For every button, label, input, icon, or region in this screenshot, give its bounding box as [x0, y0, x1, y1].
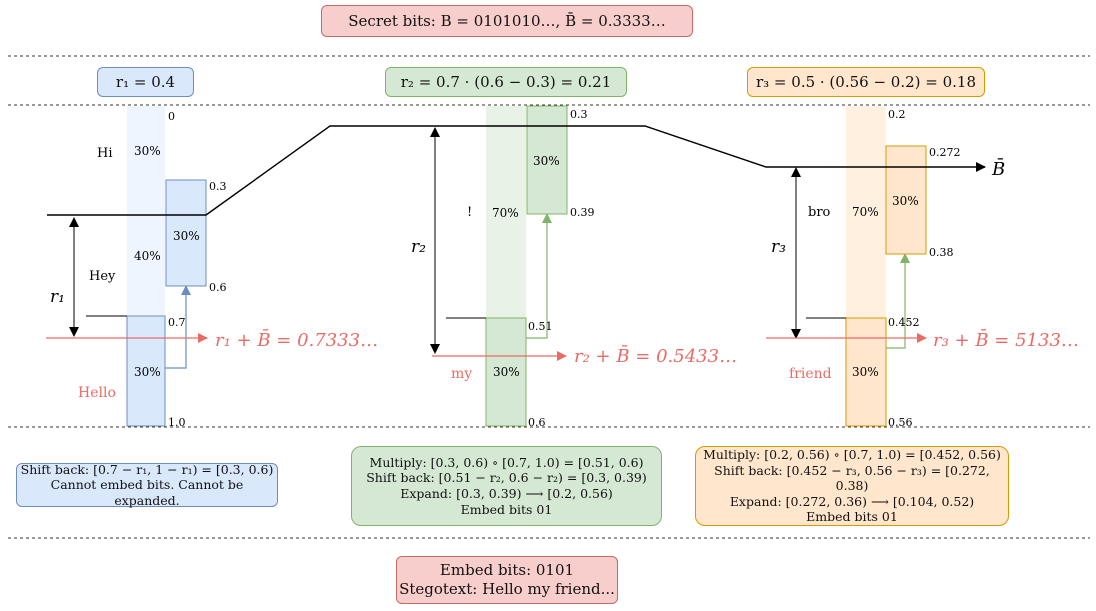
col3-r-side-label: r₃	[771, 237, 786, 257]
col3-shade	[846, 106, 886, 318]
col2-selected-interval	[485, 317, 527, 427]
col3-sub-top: 0.272	[929, 146, 961, 159]
r1-label: r₁ = 0.4	[115, 72, 176, 91]
col3-sub-bottom: 0.38	[929, 246, 954, 259]
secret-bits-text: Secret bits: B = 0101010…, B̄ = 0.3333…	[348, 11, 666, 30]
bbar-label: B̄	[991, 157, 1005, 180]
col3-note-line: Embed bits 01	[806, 509, 898, 525]
col2-word-my: my	[451, 366, 472, 382]
r1-label-box: r₁ = 0.4	[97, 67, 194, 97]
col1-tick-bottom: 1.0	[168, 416, 186, 429]
col3-tick-bottom: 0.56	[888, 416, 913, 429]
stegotext-text: Stegotext: Hello my friend...	[399, 580, 615, 598]
col3-sum-label: r₃ + B̄ = 5133…	[933, 328, 1079, 351]
col3-selected-interval	[845, 317, 887, 427]
col1-note-box: Shift back: [0.7 − r₁, 1 − r₁) = [0.3, 0…	[16, 461, 278, 508]
col1-shade	[127, 106, 165, 316]
col1-shift-arrow	[165, 285, 191, 369]
col1-word-hi: Hi	[97, 146, 113, 161]
col3-word-friend: friend	[789, 366, 832, 382]
secret-bits-box: Secret bits: B = 0101010…, B̄ = 0.3333…	[321, 5, 693, 37]
col2-tick-bottom: 0.6	[528, 416, 546, 429]
col3-shift-arrow	[886, 253, 910, 349]
col2-r-side-label: r₂	[411, 237, 426, 257]
col1-sub-bottom: 0.6	[209, 281, 227, 294]
col1-word-hey: Hey	[89, 269, 116, 284]
col3-tick-top: 0.2	[888, 108, 906, 121]
col1-tick-b1: 0.7	[168, 316, 186, 329]
r2-label-box: r₂ = 0.7 · (0.6 − 0.3) = 0.21	[385, 67, 627, 97]
col2-sub-pct: 30%	[533, 154, 560, 168]
col1-sum-label: r₁ + B̄ = 0.7333…	[215, 328, 378, 351]
col3-note-box: Multiply: [0.2, 0.56) ∘ [0.7, 1.0) = [0.…	[695, 446, 1009, 526]
col3-note-line: Shift back: [0.452 − r₃, 0.56 − r₃) = [0…	[714, 462, 990, 494]
col1-pct-hey: 40%	[134, 249, 161, 263]
col2-note-line: Shift back: [0.51 − r₂, 0.6 − r₂) = [0.3…	[366, 470, 647, 486]
col2-sub-bottom: 0.39	[570, 206, 595, 219]
col1-r-side-label: r₁	[50, 287, 65, 307]
col1-word-hello: Hello	[78, 385, 116, 401]
col1-sub-pct: 30%	[173, 229, 200, 243]
col3-pct-bro: 70%	[852, 205, 879, 219]
col2-sub-top: 0.3	[570, 108, 588, 121]
col1-note-line: Cannot embed bits. Cannot be expanded.	[50, 477, 244, 508]
col2-note-line: Multiply: [0.3, 0.6) ∘ [0.7, 1.0) = [0.5…	[369, 454, 644, 470]
col2-note-box: Multiply: [0.3, 0.6) ∘ [0.7, 1.0) = [0.5…	[351, 446, 662, 526]
col2-shade	[486, 106, 526, 318]
bbar-path	[47, 125, 986, 216]
embed-bits-text: Embed bits: 0101	[439, 561, 575, 580]
col2-note-line: Embed bits 01	[460, 501, 553, 517]
col3-word-bro: bro	[808, 205, 831, 220]
col2-word-bang: !	[467, 205, 472, 220]
col2-tick-b1: 0.51	[528, 320, 553, 333]
col1-sub-top: 0.3	[209, 180, 227, 193]
col1-sub-interval	[165, 179, 207, 287]
col3-sub-pct: 30%	[892, 194, 919, 208]
col1-selected-interval	[126, 315, 166, 427]
r2-label: r₂ = 0.7 · (0.6 − 0.3) = 0.21	[400, 72, 612, 91]
col2-sum-label: r₂ + B̄ = 0.5433…	[574, 344, 737, 367]
col2-note-line: Expand: [0.3, 0.39) ⟶ [0.2, 0.56)	[400, 486, 613, 501]
col2-shift-arrow	[526, 213, 552, 339]
col1-pct-hello: 30%	[134, 365, 161, 379]
col1-tick-top: 0	[168, 110, 175, 123]
col3-note-line: Expand: [0.272, 0.36) ⟶ [0.104, 0.52)	[729, 493, 975, 509]
col1-pct-hi: 30%	[134, 144, 161, 158]
r3-label-box: r₃ = 0.5 · (0.56 − 0.2) = 0.18	[747, 67, 985, 97]
col3-tick-b1: 0.452	[888, 316, 920, 329]
col2-pct-bang: 70%	[492, 206, 519, 220]
col2-pct-my: 30%	[493, 365, 520, 379]
col3-pct-friend: 30%	[852, 365, 879, 379]
col3-note-line: Multiply: [0.2, 0.56) ∘ [0.7, 1.0) = [0.…	[703, 446, 1001, 462]
col1-note-line: Shift back: [0.7 − r₁, 1 − r₁) = [0.3, 0…	[20, 461, 274, 477]
result-box: Embed bits: 0101 Stegotext: Hello my fri…	[396, 556, 618, 604]
r3-label: r₃ = 0.5 · (0.56 − 0.2) = 0.18	[755, 72, 976, 91]
